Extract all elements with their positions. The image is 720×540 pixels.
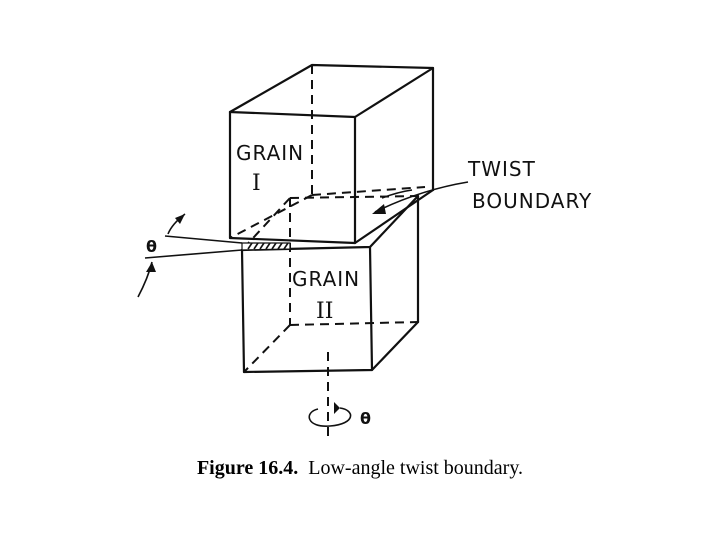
figure-caption: Figure 16.4. Low-angle twist boundary. xyxy=(0,457,720,480)
grain-2-numeral: II xyxy=(316,299,333,324)
twist-label-line1: TWIST xyxy=(467,157,536,181)
boundary-hatch xyxy=(241,242,291,251)
grain-1-word: GRAIN xyxy=(236,141,304,165)
caption-number: Figure 16.4. xyxy=(196,457,299,479)
grain-2-cube xyxy=(240,194,420,374)
twist-boundary-pointer xyxy=(372,181,469,214)
theta-bottom-label: θ xyxy=(360,409,371,428)
grain-1-numeral: I xyxy=(252,171,261,196)
caption-text: Low-angle twist boundary. xyxy=(308,457,524,479)
grain-2-word: GRAIN xyxy=(292,267,360,291)
twist-label-line2: BOUNDARY xyxy=(472,189,592,213)
theta-left-label: θ xyxy=(146,237,157,256)
theta-angle-indicator: θ xyxy=(137,213,243,298)
grain-1-cube xyxy=(228,63,435,245)
rotation-axis: θ xyxy=(308,352,371,440)
